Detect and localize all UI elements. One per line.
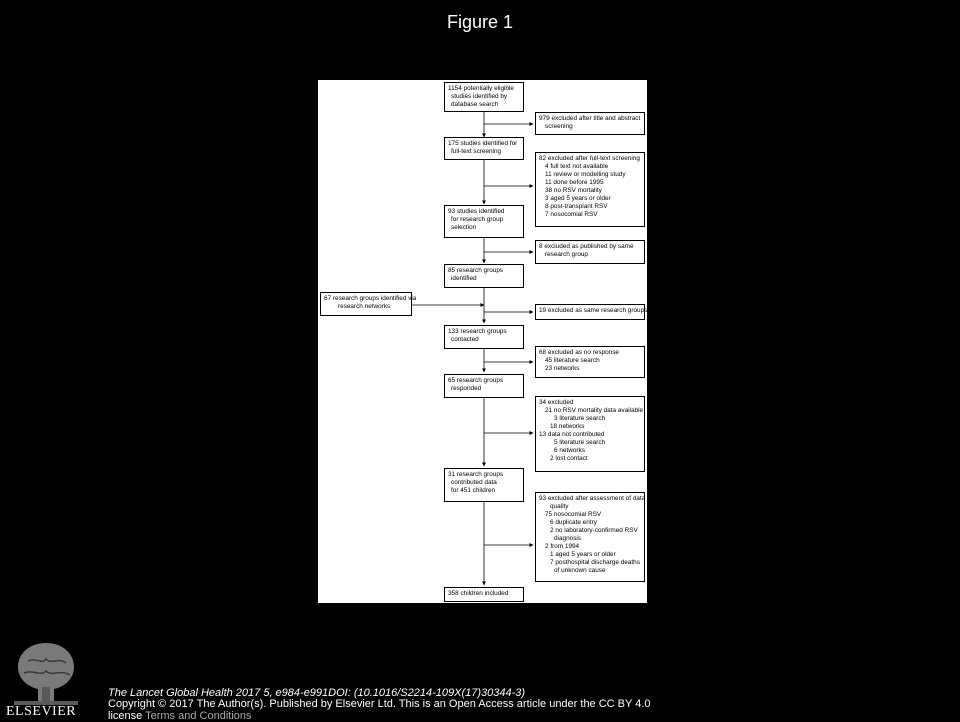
box-groups-identified: 85 research groups identified [444, 264, 524, 288]
elsevier-tree-logo-icon [8, 635, 84, 715]
publisher-logo-text: ELSEVIER [6, 704, 77, 719]
copyright-notice: Copyright © 2017 The Author(s). Publishe… [108, 698, 668, 722]
box-research-networks: 67 research groups identified via resear… [320, 292, 416, 316]
box-excluded-same-groups: 19 excluded as same research groups [535, 304, 647, 320]
box-children-included: 358 children included [444, 587, 524, 602]
box-contributed-data: 31 research groups contributed data for … [444, 468, 524, 502]
box-excluded-no-response: 68 excluded as no response 45 literature… [535, 346, 645, 378]
box-database-search: 1154 potentially eligible studies identi… [444, 82, 524, 112]
box-excluded-data-quality: 93 excluded after assessment of data qua… [535, 492, 645, 582]
box-excluded-full-text: 82 excluded after full-text screening 4 … [535, 152, 645, 227]
box-full-text-screening: 175 studies identified for full-text scr… [444, 137, 524, 160]
citation: The Lancet Global Health 2017 5, e984-e9… [108, 687, 526, 699]
copyright-text: Copyright © 2017 The Author(s). Publishe… [108, 698, 651, 722]
box-research-group-selection: 93 studies identified for research group… [444, 205, 524, 238]
flow-diagram: 1154 potentially eligible studies identi… [318, 80, 647, 603]
box-excluded-no-data: 34 excluded 21 no RSV mortality data ava… [535, 396, 645, 472]
box-excluded-same-publisher: 8 excluded as published by same research… [535, 240, 645, 264]
box-groups-contacted: 133 research groups contacted [444, 325, 524, 349]
box-excluded-title-abstract: 979 excluded after title and abstract sc… [535, 112, 645, 135]
terms-link[interactable]: Terms and Conditions [145, 710, 252, 722]
figure-title: Figure 1 [446, 12, 514, 32]
flow-connectors [412, 112, 534, 586]
box-groups-responded: 65 research groups responded [444, 374, 524, 398]
